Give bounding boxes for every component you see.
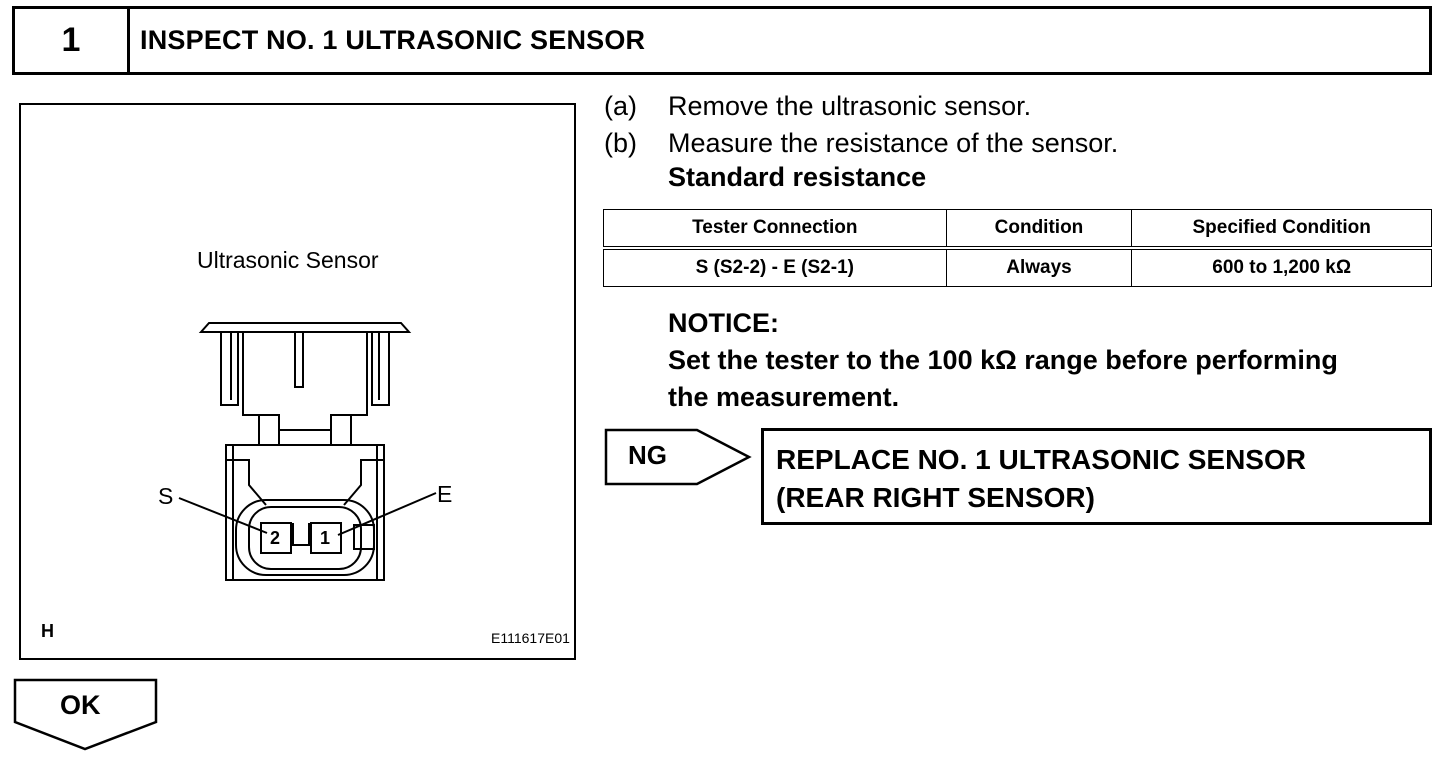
notice-line-1: Set the tester to the 100 kΩ range befor… xyxy=(668,345,1338,375)
notice-block: NOTICE: Set the tester to the 100 kΩ ran… xyxy=(668,305,1338,416)
pin-2-label: 2 xyxy=(270,528,281,548)
step-text: Remove the ultrasonic sensor. xyxy=(668,91,1032,121)
resistance-table: Tester Connection Condition Specified Co… xyxy=(603,209,1432,287)
leader-e xyxy=(337,492,437,536)
pin-1-label: 1 xyxy=(320,528,331,548)
standard-resistance-label: Standard resistance xyxy=(668,162,927,192)
pin-1-cavity xyxy=(310,522,342,554)
sensor-connector-drawing xyxy=(178,322,437,581)
ng-arrow-shape[interactable] xyxy=(604,428,754,486)
figure-code: E111617E01 xyxy=(491,630,570,646)
table-row: S (S2-2) - E (S2-1) Always 600 to 1,200 … xyxy=(603,247,1432,287)
step-mark: (a) xyxy=(604,91,637,121)
header-tester-connection: Tester Connection xyxy=(603,209,947,250)
step-header: 1 INSPECT NO. 1 ULTRASONIC SENSOR xyxy=(12,6,1432,75)
ok-arrow-shape[interactable] xyxy=(13,678,159,752)
header-condition: Condition xyxy=(945,209,1133,250)
ng-result-line-1: REPLACE NO. 1 ULTRASONIC SENSOR xyxy=(776,444,1306,475)
leader-s xyxy=(178,497,268,534)
cell-tester-connection: S (S2-2) - E (S2-1) xyxy=(603,247,947,287)
figure-corner-label: H xyxy=(41,621,54,641)
sensor-flange xyxy=(198,322,412,333)
step-a: (a) Remove the ultrasonic sensor. xyxy=(604,88,1118,125)
ok-label[interactable]: OK xyxy=(60,690,101,720)
notice-label: NOTICE: xyxy=(668,308,779,338)
notice-line-2: the measurement. xyxy=(668,382,900,412)
ng-result-box[interactable]: REPLACE NO. 1 ULTRASONIC SENSOR (REAR RI… xyxy=(761,428,1432,525)
step-number: 1 xyxy=(15,9,130,72)
step-b: (b) Measure the resistance of the sensor… xyxy=(604,125,1118,162)
header-specified-condition: Specified Condition xyxy=(1131,209,1432,250)
sensor-body xyxy=(225,444,385,581)
cell-specified-condition: 600 to 1,200 kΩ xyxy=(1131,247,1432,287)
step-title: INSPECT NO. 1 ULTRASONIC SENSOR xyxy=(140,25,646,55)
label-e: E xyxy=(437,481,453,507)
cell-condition: Always xyxy=(945,247,1133,287)
pin-2-cavity xyxy=(260,522,292,554)
step-text: Measure the resistance of the sensor. xyxy=(668,128,1119,158)
sensor-figure: Ultrasonic Sensor S E 2 1 H E111617E01 xyxy=(19,103,576,660)
procedure-steps: (a) Remove the ultrasonic sensor. (b) Me… xyxy=(604,88,1118,162)
step-mark: (b) xyxy=(604,128,637,158)
figure-title: Ultrasonic Sensor xyxy=(197,247,379,273)
ng-result-line-2: (REAR RIGHT SENSOR) xyxy=(776,482,1095,513)
label-s: S xyxy=(158,483,174,509)
ng-label[interactable]: NG xyxy=(628,440,667,470)
table-header-row: Tester Connection Condition Specified Co… xyxy=(603,209,1432,250)
